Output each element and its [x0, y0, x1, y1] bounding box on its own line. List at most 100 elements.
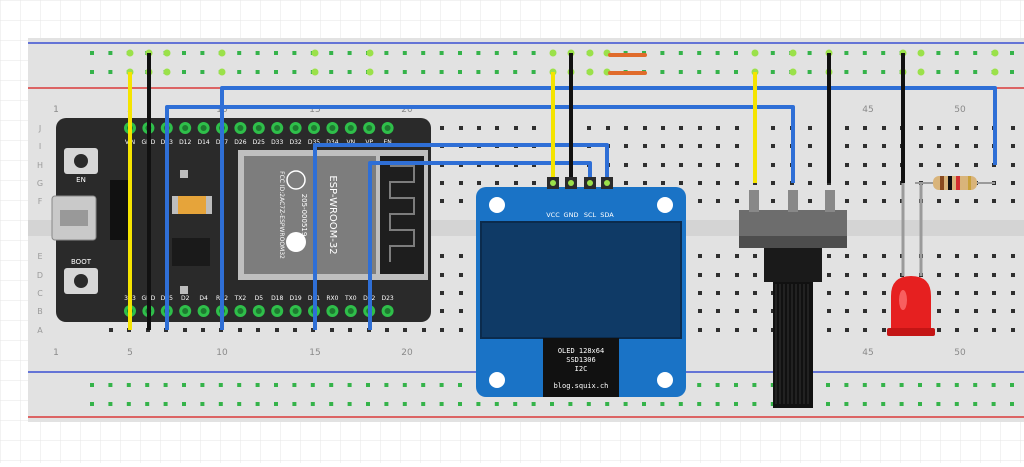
rail-hole — [660, 51, 665, 55]
breadboard-hole — [1011, 291, 1015, 295]
rail-hole — [513, 402, 518, 406]
rail-hole — [605, 402, 610, 406]
breadboard-hole — [937, 273, 941, 277]
rail-hole — [936, 51, 941, 55]
breadboard-hole — [974, 163, 978, 167]
rail-hole — [145, 383, 150, 387]
row-letter: F — [38, 197, 43, 206]
breadboard-hole — [845, 328, 849, 332]
rail-hole — [752, 402, 757, 406]
breadboard-hole — [698, 181, 702, 185]
breadboard-hole — [698, 309, 702, 313]
esp32-pin-label: TX0 — [344, 295, 357, 302]
rail-hole — [366, 383, 370, 387]
rail-hole — [402, 70, 407, 74]
breadboard-hole — [974, 144, 978, 148]
breadboard-hole — [882, 309, 886, 313]
rail-hole — [734, 402, 738, 406]
breadboard-hole — [716, 273, 720, 277]
resistor — [915, 176, 995, 190]
esp32-pin-label: RX0 — [326, 295, 338, 302]
breadboard-hole — [661, 144, 665, 148]
rail-hole — [255, 51, 260, 55]
esp32-pin-label: D35 — [308, 139, 320, 146]
breadboard-hole — [882, 254, 886, 258]
potentiometer-shaft[interactable] — [773, 282, 813, 408]
connected-hole — [917, 68, 925, 76]
breadboard-hole — [808, 181, 812, 185]
rail-hole — [347, 383, 352, 387]
esp32-pin-label: EN — [383, 139, 391, 146]
rail-hole — [255, 70, 260, 74]
breadboard-hole — [348, 328, 352, 332]
rail-hole — [163, 402, 168, 406]
breadboard-hole — [459, 291, 463, 295]
rail-hole — [807, 70, 812, 74]
breadboard-hole — [661, 163, 665, 167]
rail-hole — [237, 51, 242, 55]
rail-hole — [347, 51, 352, 55]
esp32-pin-label: D26 — [234, 139, 246, 146]
rail-hole — [163, 383, 168, 387]
rail-hole — [292, 70, 297, 74]
breadboard-hole — [808, 163, 812, 167]
breadboard-hole — [753, 273, 757, 277]
breadboard-hole — [440, 328, 444, 332]
breadboard-hole — [238, 328, 242, 332]
rail-hole — [182, 383, 186, 387]
rail-hole — [1010, 70, 1014, 74]
breadboard-hole — [440, 199, 444, 203]
row-letter: C — [37, 289, 43, 298]
rail-hole — [329, 383, 334, 387]
breadboard-hole — [808, 199, 812, 203]
rail-hole — [531, 402, 536, 406]
rail-hole — [237, 402, 242, 406]
breadboard-hole — [109, 328, 113, 332]
row-letter: B — [37, 307, 43, 316]
rail-hole — [108, 70, 113, 74]
rail-hole — [513, 51, 518, 55]
rail-hole — [844, 383, 849, 387]
breadboard-hole — [882, 181, 886, 185]
breadboard-hole — [735, 199, 739, 203]
breadboard-hole — [716, 254, 720, 258]
rail-hole — [329, 402, 334, 406]
wires — [128, 53, 997, 330]
breadboard-hole — [716, 309, 720, 313]
breadboard-hole — [882, 328, 886, 332]
rail-hole — [476, 51, 481, 55]
rail-hole — [421, 70, 426, 74]
breadboard-hole — [606, 126, 610, 130]
breadboard-hole — [716, 144, 720, 148]
breadboard-hole — [1011, 163, 1015, 167]
esp32-pin-label: D4 — [199, 295, 208, 302]
breadboard-hole — [459, 254, 463, 258]
connected-hole — [163, 49, 171, 57]
breadboard-hole — [385, 328, 389, 332]
column-number-bottom: 10 — [216, 348, 228, 358]
breadboard-hole — [440, 254, 444, 258]
wifi-logo — [286, 170, 306, 190]
rail-hole — [292, 51, 297, 55]
breadboard-hole — [974, 199, 978, 203]
rail-hole — [734, 51, 738, 55]
rail-hole — [200, 51, 205, 55]
breadboard-hole — [477, 181, 481, 185]
row-letter: D — [37, 271, 43, 280]
wire-blue-1 — [220, 86, 997, 330]
breadboard-hole — [882, 163, 886, 167]
breadboard-hole — [771, 163, 775, 167]
esp32-pin-label: D19 — [289, 295, 301, 302]
cert-logo — [286, 232, 306, 252]
breadboard-hole — [698, 126, 702, 130]
rail-hole — [715, 402, 720, 406]
rail-hole — [237, 383, 242, 387]
en-button[interactable] — [64, 148, 98, 174]
regulator — [172, 238, 210, 266]
rail-hole — [568, 402, 573, 406]
breadboard-hole — [937, 291, 941, 295]
breadboard-hole — [955, 309, 959, 313]
breadboard-hole — [845, 144, 849, 148]
breadboard-hole — [863, 328, 867, 332]
boot-button[interactable] — [64, 268, 98, 294]
